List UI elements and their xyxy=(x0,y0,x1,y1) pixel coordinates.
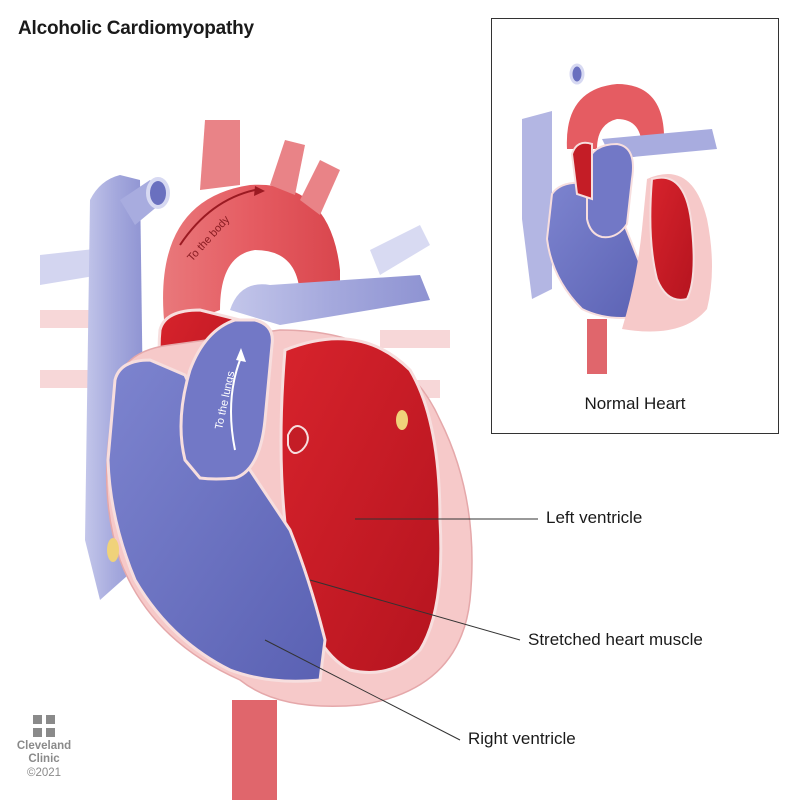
cleveland-clinic-cross-icon xyxy=(33,715,55,737)
normal-heart-illustration xyxy=(522,63,717,374)
left-ventricle-label: Left ventricle xyxy=(546,508,643,527)
logo-name-line2: Clinic xyxy=(28,753,60,765)
cleveland-clinic-logo: Cleveland Clinic ©2021 xyxy=(14,715,74,781)
right-ventricle-label: Right ventricle xyxy=(468,729,576,748)
copyright: ©2021 xyxy=(26,767,62,779)
page-title: Alcoholic Cardiomyopathy xyxy=(18,18,254,39)
logo-name-line1: Cleveland xyxy=(16,740,72,752)
normal-heart-caption: Normal Heart xyxy=(584,394,686,413)
normal-heart-inset: Normal Heart xyxy=(491,18,779,434)
stretched-heart-muscle-label: Stretched heart muscle xyxy=(528,630,703,649)
